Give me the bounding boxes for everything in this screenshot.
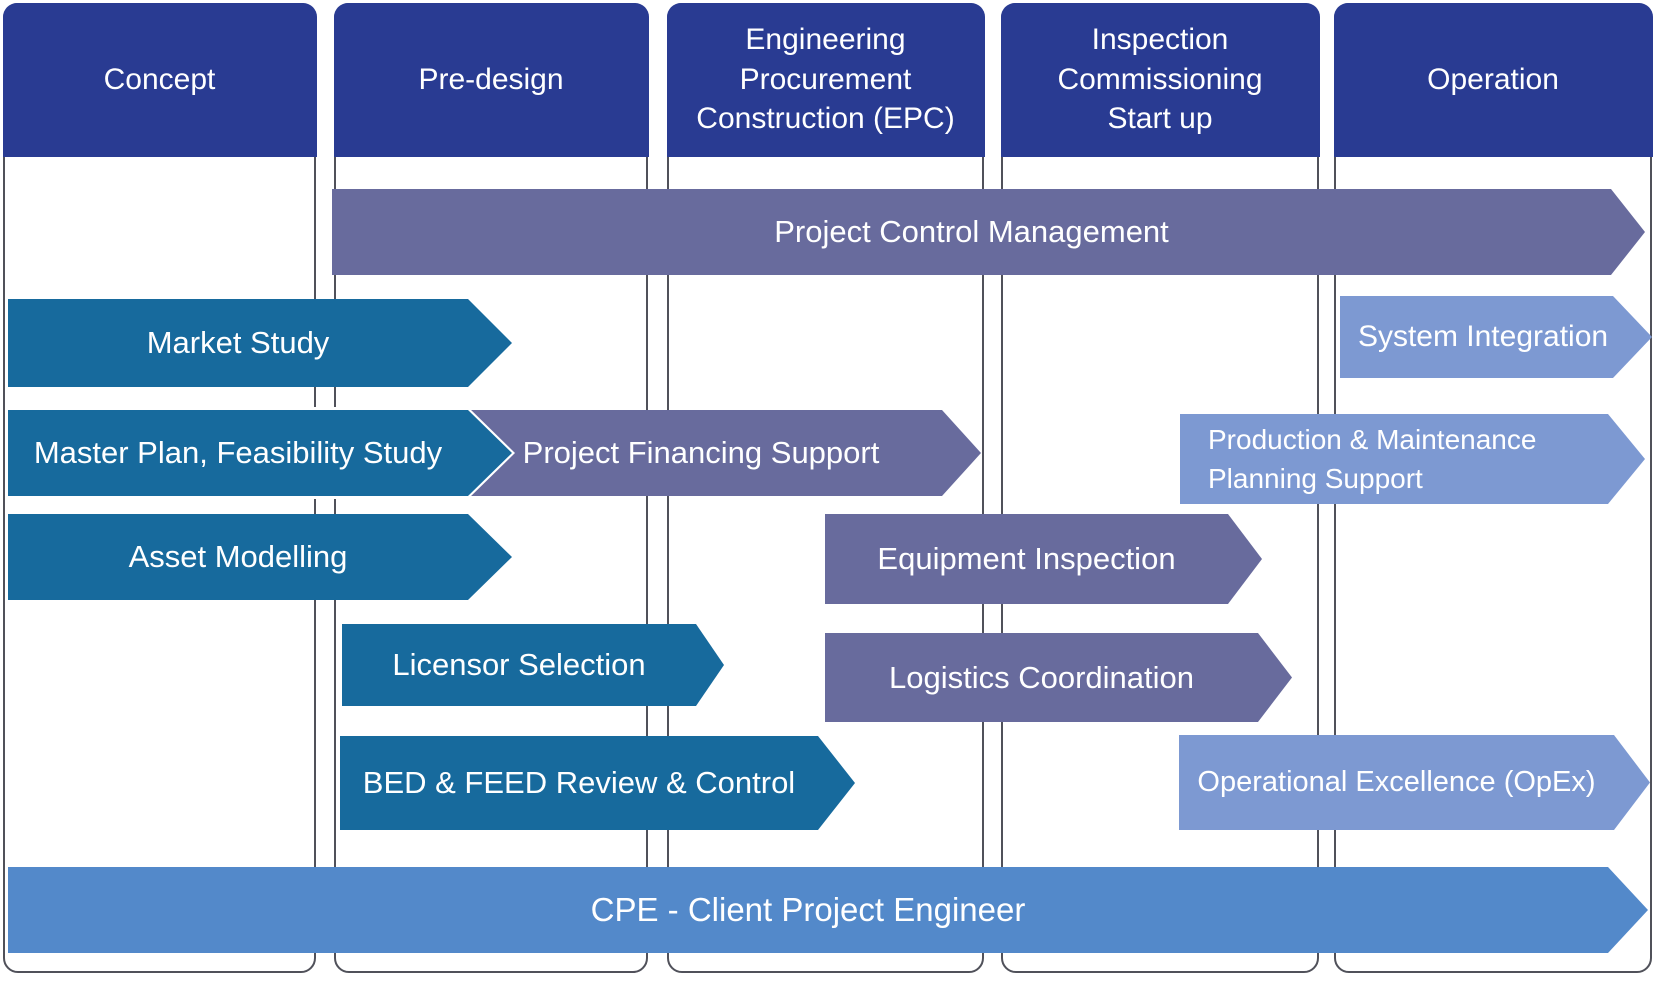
bar-operational-excellence-opex: Operational Excellence (OpEx)	[1179, 735, 1650, 830]
bar-system-integration-label: System Integration	[1357, 320, 1609, 353]
bar-licensor-selection-label: Licensor Selection	[392, 647, 646, 682]
phase-column-inspection-commissioning: Inspection Commissioning Start up	[1000, 2, 1320, 973]
bar-asset-modelling-label: Asset Modelling	[128, 539, 348, 574]
phase-header-operation: Operation	[1333, 2, 1653, 157]
phase-header-inspection-commissioning: Inspection Commissioning Start up	[1000, 2, 1320, 157]
phase-header-operation-label: Operation	[1427, 62, 1559, 96]
phase-header-pre-design: Pre-design	[333, 2, 649, 157]
bar-logistics-coordination-label: Logistics Coordination	[888, 659, 1194, 695]
phase-header-pre-design-label: Pre-design	[418, 62, 564, 96]
phase-header-epc: Engineering Procurement Construction (EP…	[666, 2, 985, 157]
bar-project-financing-support-label: Project Financing Support	[522, 435, 880, 470]
bar-system-integration: System Integration	[1340, 296, 1652, 378]
phase-column-concept: Concept	[2, 2, 317, 973]
bar-project-financing-support: Project Financing Support	[460, 410, 981, 496]
bar-asset-modelling: Asset Modelling	[8, 514, 512, 600]
phase-header-inspection-commissioning-label: Inspection Commissioning Start up	[1057, 23, 1263, 136]
bar-production-maintenance-planning-support: Production & Maintenance Planning Suppor…	[1180, 414, 1645, 504]
bar-cpe-client-project-engineer: CPE - Client Project Engineer	[8, 867, 1648, 953]
bar-project-control-management-label: Project Control Management	[774, 214, 1169, 249]
bar-equipment-inspection: Equipment Inspection	[825, 514, 1262, 604]
bar-licensor-selection: Licensor Selection	[342, 624, 724, 706]
bar-logistics-coordination: Logistics Coordination	[825, 633, 1292, 722]
bar-equipment-inspection-label: Equipment Inspection	[877, 541, 1176, 576]
bar-production-maintenance-planning-support-label: Production & Maintenance Planning Suppor…	[1208, 423, 1537, 494]
phase-header-concept-label: Concept	[103, 62, 216, 96]
bar-master-plan-feasibility-study-label: Master Plan, Feasibility Study	[33, 435, 443, 470]
phase-header-concept: Concept	[2, 2, 317, 157]
bar-project-control-management: Project Control Management	[332, 189, 1645, 275]
bar-bed-feed-review-control-label: BED & FEED Review & Control	[362, 765, 796, 800]
bar-cpe-client-project-engineer-label: CPE - Client Project Engineer	[590, 891, 1026, 928]
bar-market-study-label: Market Study	[146, 325, 330, 360]
bar-bed-feed-review-control: BED & FEED Review & Control	[340, 736, 855, 830]
bar-master-plan-feasibility-study: Master Plan, Feasibility Study	[8, 410, 512, 496]
bar-market-study: Market Study	[8, 299, 512, 387]
phase-column-operation: Operation	[1333, 2, 1653, 973]
phase-column-epc: Engineering Procurement Construction (EP…	[666, 2, 985, 973]
bar-operational-excellence-opex-label: Operational Excellence (OpEx)	[1197, 766, 1596, 798]
phase-header-epc-label: Engineering Procurement Construction (EP…	[696, 23, 955, 136]
